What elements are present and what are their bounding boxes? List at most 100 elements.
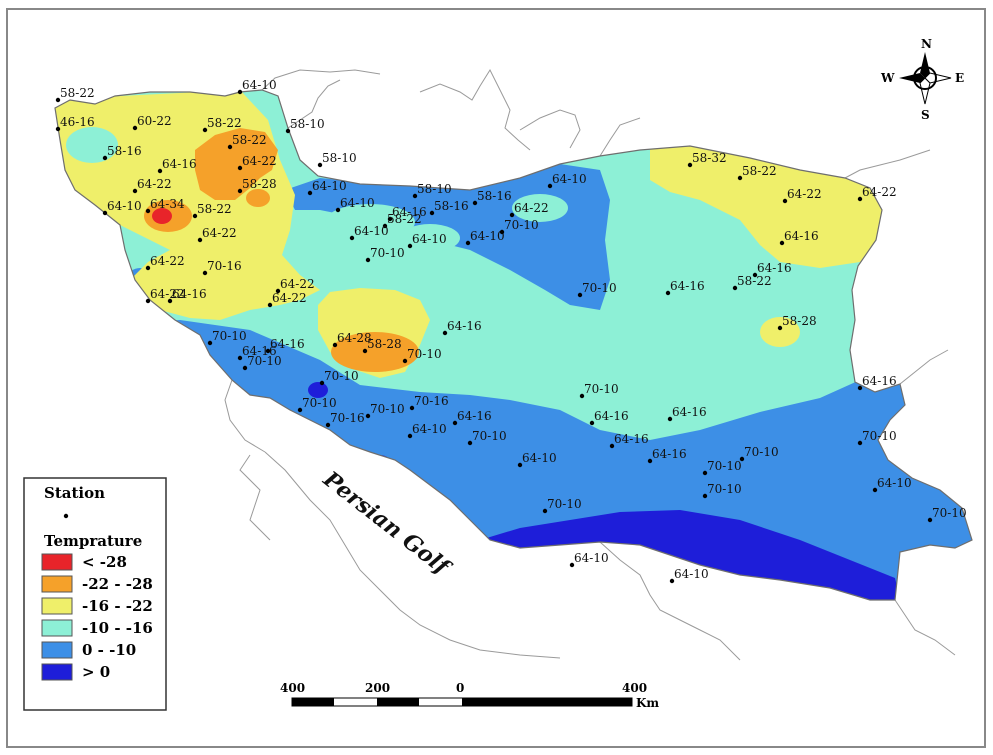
station-label: 58-22 (232, 133, 267, 147)
station-label: 64-22 (514, 201, 549, 215)
station-dot (317, 162, 323, 168)
station-dot (227, 144, 233, 150)
station-label: 64-34 (150, 197, 185, 211)
station-label: 46-16 (60, 115, 95, 129)
station-label: 64-16 (757, 261, 792, 275)
station-label: 64-10 (574, 551, 609, 565)
station-dot (442, 330, 448, 336)
station-dot (242, 365, 248, 371)
station-dot (509, 212, 515, 218)
station-dot (237, 89, 243, 95)
station-label: 64-10 (354, 224, 389, 238)
station-label: 58-28 (367, 337, 402, 351)
station-label: 70-10 (370, 402, 405, 416)
compass-west-arrow (899, 73, 925, 83)
station-label: 64-16 (614, 432, 649, 446)
station-dot (752, 272, 758, 278)
station-dot (132, 188, 138, 194)
station-dot (669, 578, 675, 584)
station-dot (407, 243, 413, 249)
station-label: 70-10 (582, 281, 617, 295)
station-label: 64-16 (862, 374, 897, 388)
station-label: 70-10 (212, 329, 247, 343)
legend-swatch (41, 575, 73, 593)
station-dot (737, 175, 743, 181)
compass-north-arrow (920, 52, 930, 78)
compass-rose: N S E W (880, 37, 964, 122)
station-label: 70-10 (407, 347, 442, 361)
station-dot (547, 183, 553, 189)
station-label: 64-22 (280, 277, 315, 291)
station-dot (167, 298, 173, 304)
station-label: 58-22 (60, 86, 95, 100)
station-label: 70-10 (744, 445, 779, 459)
station-dot (55, 126, 61, 132)
zone-spot-a (512, 194, 568, 222)
station-label: 70-10 (472, 429, 507, 443)
station-label: 64-16 (652, 447, 687, 461)
station-label: 64-10 (340, 196, 375, 210)
station-label: 58-28 (782, 314, 817, 328)
station-label: 64-16 (242, 344, 277, 358)
legend-swatch (41, 663, 73, 681)
station-dot (145, 298, 151, 304)
station-dot (402, 358, 408, 364)
station-dot (782, 198, 788, 204)
compass-w-label: W (880, 71, 895, 85)
station-dot (202, 270, 208, 276)
station-dot (542, 508, 548, 514)
station-dot (387, 216, 393, 222)
station-label: 58-22 (742, 164, 777, 178)
station-dot (472, 200, 478, 206)
station-label: 58-16 (477, 189, 512, 203)
legend-swatch (41, 641, 73, 659)
scale-tick-1: 400 (280, 681, 305, 695)
station-label: 58-32 (692, 151, 727, 165)
station-label: 70-16 (414, 394, 449, 408)
station-label: 58-16 (434, 199, 469, 213)
station-label: 70-16 (207, 259, 242, 273)
station-dot (102, 210, 108, 216)
zone-lt-neg28 (152, 208, 172, 224)
station-label: 64-10 (107, 199, 142, 213)
station-dot (732, 285, 738, 291)
station-dot (589, 420, 595, 426)
station-label: 70-10 (547, 497, 582, 511)
station-dot (237, 188, 243, 194)
station-dot (365, 413, 371, 419)
scale-seg-1 (292, 698, 334, 706)
compass-east-arrow (924, 72, 952, 84)
legend: Station Temprature < -28-22 - -28-16 - -… (23, 477, 167, 711)
country-outline (54, 89, 973, 601)
station-label: 64-10 (312, 179, 347, 193)
zone-neg16-neg22-ne (650, 146, 890, 268)
station-label: 64-10 (412, 422, 447, 436)
compass-e-label: E (955, 71, 964, 85)
station-label: 70-10 (302, 396, 337, 410)
station-label: 70-10 (247, 354, 282, 368)
station-dot (325, 422, 331, 428)
legend-label: > 0 (82, 663, 110, 681)
station-dot (857, 196, 863, 202)
station-dot (192, 213, 198, 219)
station-dot (927, 517, 933, 523)
station-dot (237, 355, 243, 361)
station-dot (55, 97, 61, 103)
station-dot (687, 162, 693, 168)
station-dot (267, 302, 273, 308)
station-dot (609, 443, 615, 449)
legend-items: < -28-22 - -28-16 - -22-10 - -160 - -10>… (41, 553, 153, 681)
zone-neg16-neg22-spot (760, 317, 800, 347)
station-label: 70-10 (932, 506, 967, 520)
station-label: 58-10 (417, 182, 452, 196)
station-label: 64-10 (412, 232, 447, 246)
scale-tick-4: 400 (622, 681, 647, 695)
station-label: 58-22 (387, 212, 422, 226)
station-dot (517, 462, 523, 468)
station-dot (207, 340, 213, 346)
station-label: 64-10 (242, 78, 277, 92)
station-dot (237, 165, 243, 171)
station-label: 70-10 (504, 218, 539, 232)
station-dot (465, 240, 471, 246)
